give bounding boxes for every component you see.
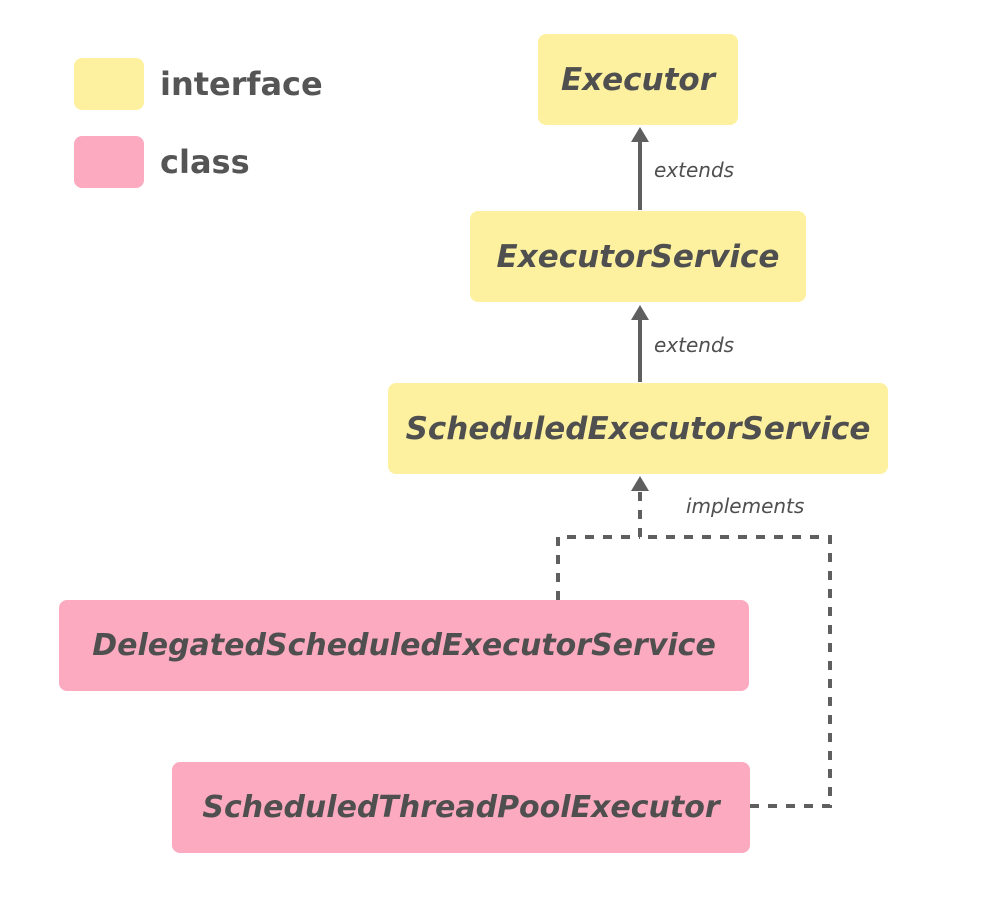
extends-arrowhead-2 (631, 305, 649, 320)
edge-label-extends-2: extends (654, 333, 735, 357)
node-delegated-scheduled-executor-service: DelegatedScheduledExecutorService (59, 600, 749, 691)
node-scheduled-executor-service: ScheduledExecutorService (388, 383, 888, 474)
node-scheduled-thread-pool-executor: ScheduledThreadPoolExecutor (172, 762, 750, 853)
implements-arrowhead (631, 476, 649, 491)
edge-label-extends-1: extends (654, 158, 735, 182)
legend-class-swatch (74, 136, 144, 188)
extends-arrowhead-1 (631, 127, 649, 142)
edge-label-implements: implements (686, 494, 805, 518)
legend-class-label: class (160, 143, 250, 181)
implements-line-delegated (556, 535, 640, 600)
node-executor-service: ExecutorService (470, 211, 806, 302)
implements-line-threadpool (640, 535, 832, 808)
node-executor: Executor (538, 34, 738, 125)
legend-interface-label: interface (160, 65, 323, 103)
legend-interface-swatch (74, 58, 144, 110)
